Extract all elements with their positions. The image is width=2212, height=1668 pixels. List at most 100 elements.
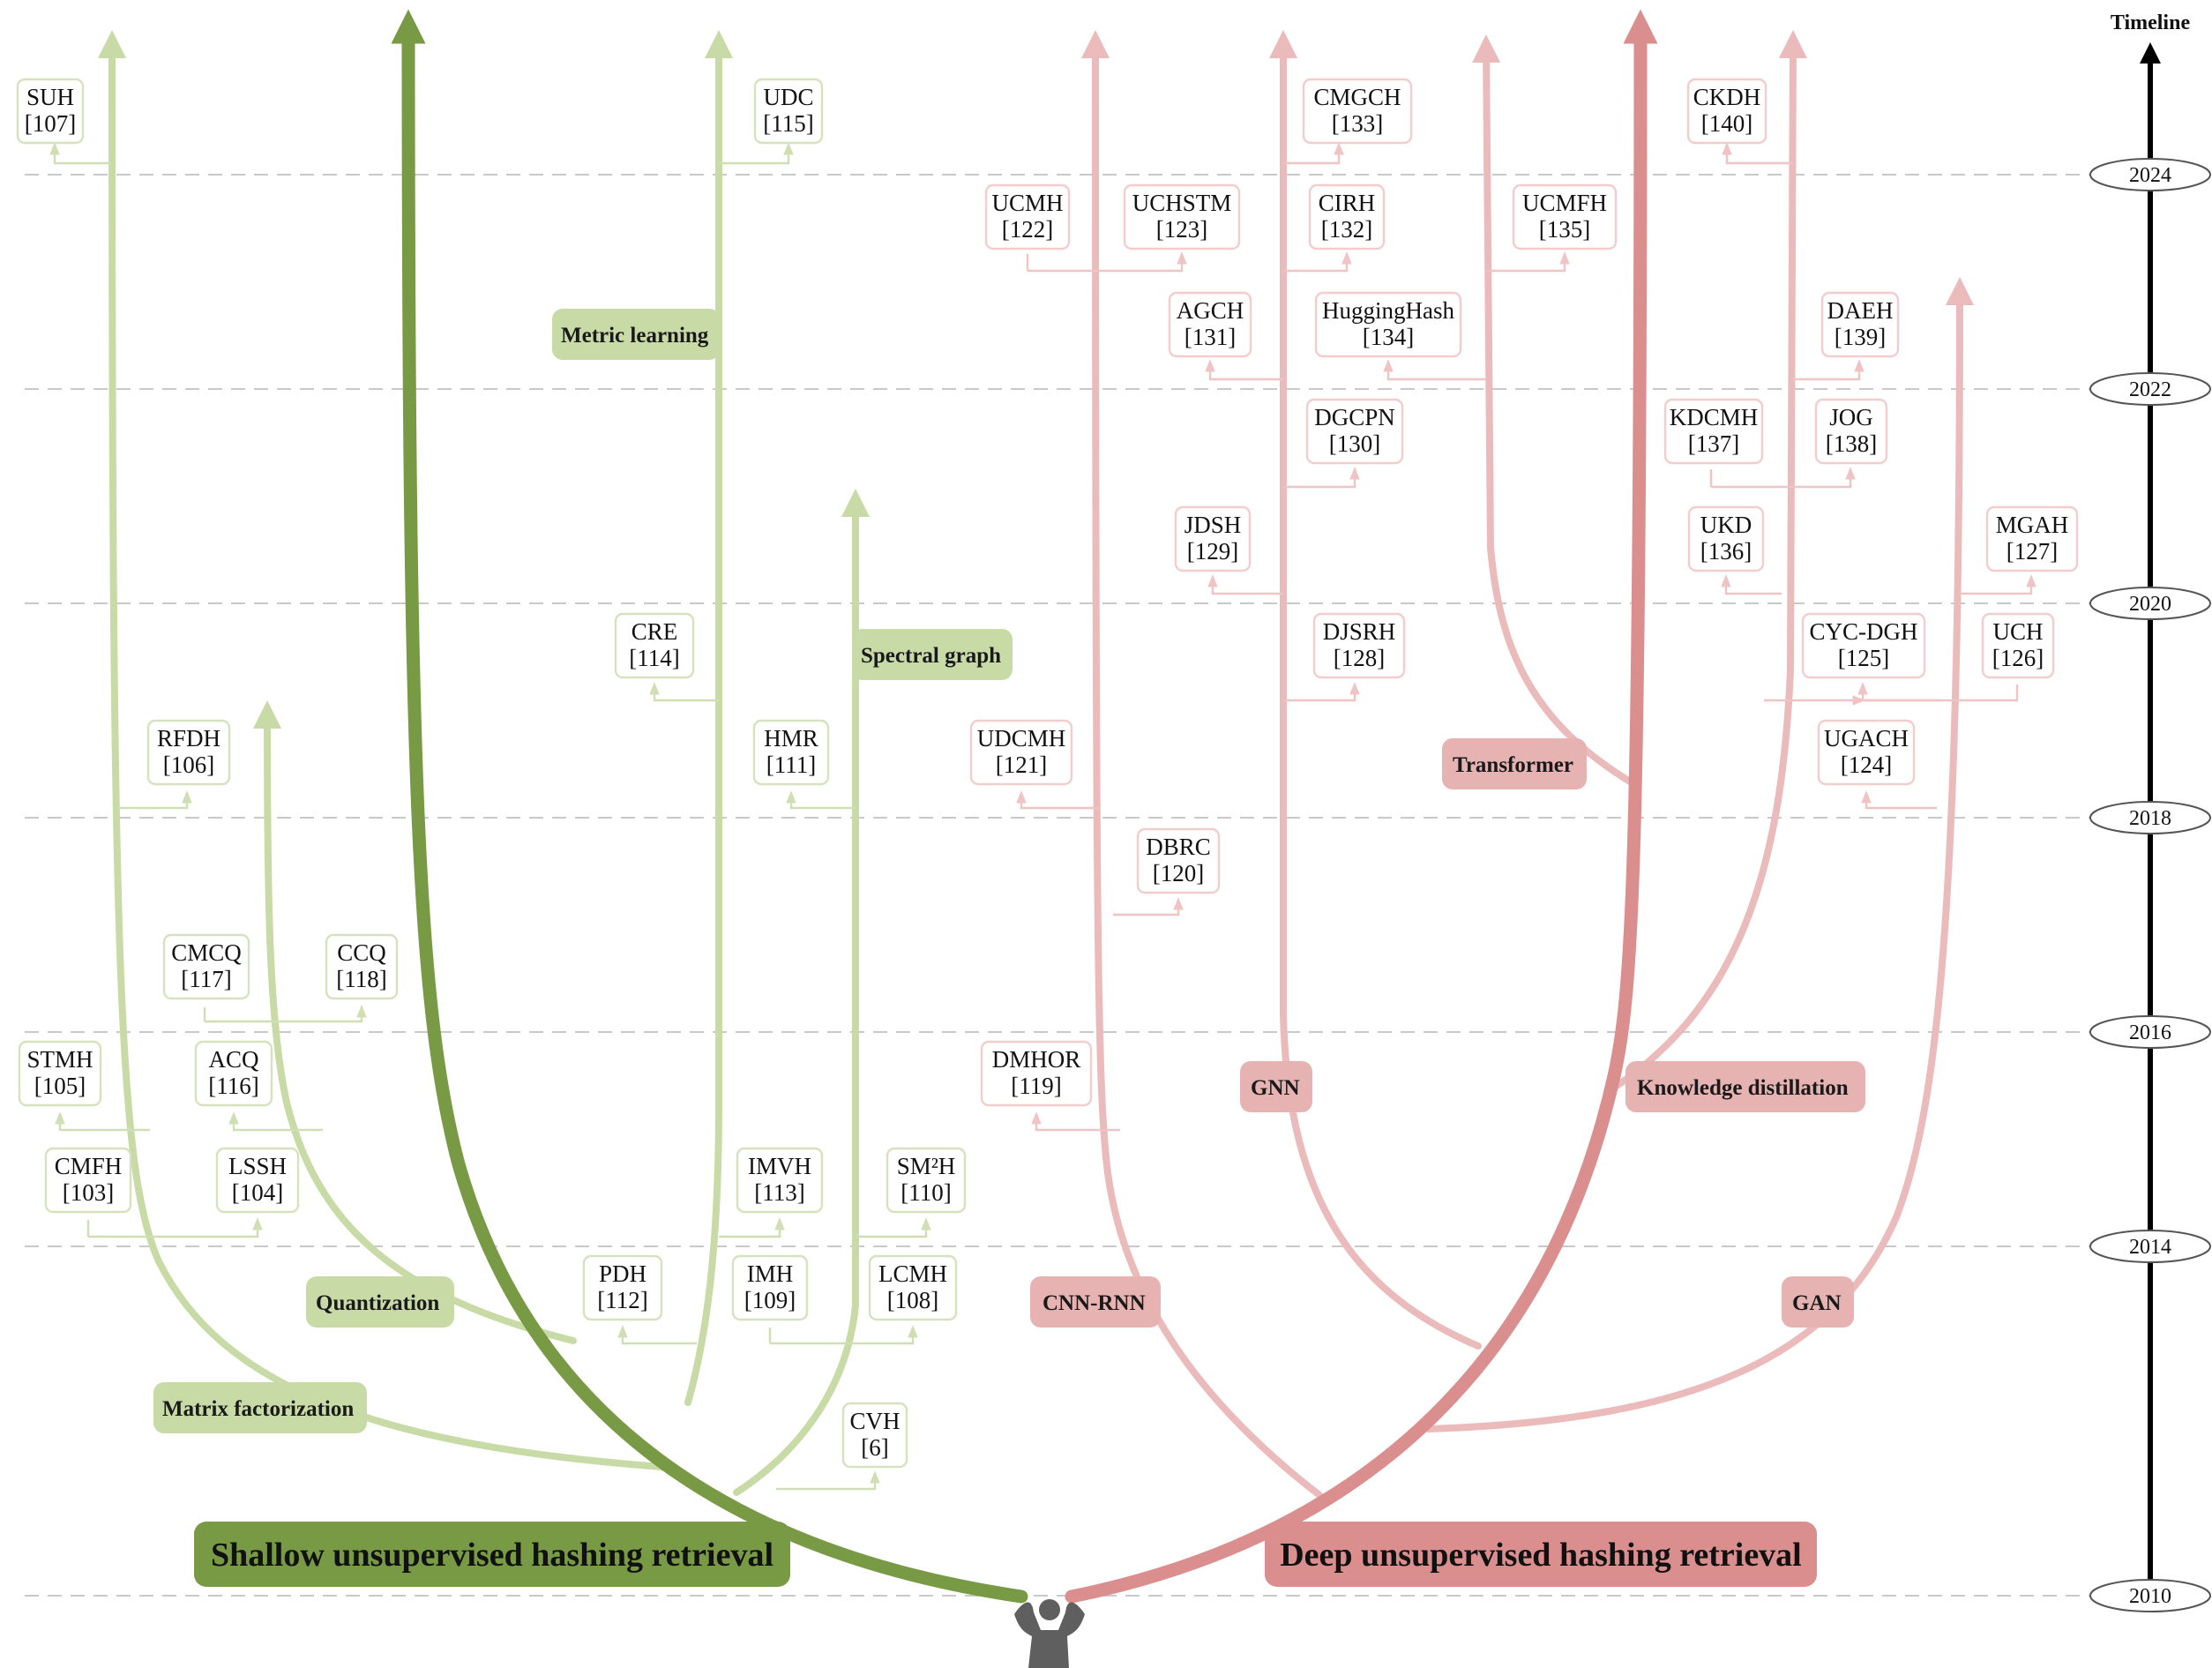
paper-node-rfdh[interactable]: RFDH[106] bbox=[146, 719, 231, 786]
paper-node-cmcq[interactable]: CMCQ[117] bbox=[162, 933, 250, 1000]
year-badge-2018: 2018 bbox=[2089, 801, 2211, 834]
shallow-trunk bbox=[391, 9, 1028, 1604]
paper-name: JDSH bbox=[1184, 512, 1242, 538]
paper-node-cre[interactable]: CRE[114] bbox=[614, 612, 695, 679]
paper-node-kdcmh[interactable]: KDCMH[137] bbox=[1663, 398, 1764, 465]
branch-label-cnn-rnn[interactable]: CNN-RNN bbox=[1030, 1276, 1161, 1328]
paper-node-suh[interactable]: SUH[107] bbox=[16, 78, 85, 145]
paper-node-cyc-dgh[interactable]: CYC-DGH[125] bbox=[1801, 612, 1926, 679]
link-ugach bbox=[1861, 790, 1937, 810]
paper-node-cirh[interactable]: CIRH[132] bbox=[1308, 183, 1386, 251]
paper-node-uch[interactable]: UCH[126] bbox=[1981, 612, 2055, 679]
paper-name: DJSRH bbox=[1323, 618, 1396, 645]
paper-node-dmhor[interactable]: DMHOR[119] bbox=[980, 1040, 1093, 1107]
branch-label-transformer[interactable]: Transformer bbox=[1442, 738, 1587, 789]
deep-papers: UCMH[122] UCHSTM[123] UDCMH[121] DBRC[12… bbox=[969, 78, 2079, 1107]
paper-node-agch[interactable]: AGCH[131] bbox=[1168, 291, 1252, 358]
paper-ref: [131] bbox=[1184, 324, 1236, 350]
branch-label-box bbox=[852, 629, 1013, 680]
paper-node-djsrh[interactable]: DJSRH[128] bbox=[1312, 612, 1406, 679]
paper-node-uchstm[interactable]: UCHSTM[123] bbox=[1123, 183, 1241, 251]
connectors-shallow bbox=[49, 142, 931, 1491]
paper-name: DGCPN bbox=[1314, 404, 1395, 430]
paper-ref: [137] bbox=[1688, 430, 1739, 457]
paper-name: CRE bbox=[631, 618, 678, 645]
link-stmh bbox=[55, 1111, 150, 1132]
paper-node-hmr[interactable]: HMR[111] bbox=[752, 719, 830, 786]
branch-line-cnn-rnn bbox=[1081, 30, 1323, 1499]
paper-name: DAEH bbox=[1827, 297, 1894, 324]
paper-node-lssh[interactable]: LSSH[104] bbox=[215, 1147, 300, 1214]
paper-box bbox=[731, 1254, 809, 1321]
paper-name: DMHOR bbox=[992, 1046, 1081, 1073]
paper-ref: [113] bbox=[754, 1179, 804, 1206]
year-label: 2022 bbox=[2129, 378, 2171, 401]
paper-node-ucmfh[interactable]: UCMFH[135] bbox=[1512, 183, 1618, 251]
paper-ref: [118] bbox=[336, 966, 386, 992]
paper-node-cvh[interactable]: CVH[6] bbox=[841, 1402, 908, 1469]
paper-box bbox=[752, 719, 830, 786]
branch-label-text: Matrix factorization bbox=[162, 1397, 354, 1421]
branch-label-spectral-graph[interactable]: Spectral graph bbox=[852, 629, 1013, 680]
paper-node-imh[interactable]: IMH[109] bbox=[731, 1254, 809, 1321]
paper-ref: [107] bbox=[25, 110, 76, 137]
paper-name: AGCH bbox=[1177, 297, 1244, 324]
link-cmcq-ccq bbox=[203, 1007, 362, 1023]
branch-label-text: CNN-RNN bbox=[1042, 1291, 1146, 1315]
link-cmfh-lssh bbox=[86, 1220, 258, 1238]
paper-node-ukd[interactable]: UKD[136] bbox=[1687, 505, 1765, 572]
branch-label-text: Spectral graph bbox=[861, 644, 1001, 668]
paper-node-cmfh[interactable]: CMFH[103] bbox=[44, 1147, 132, 1214]
paper-node-ccq[interactable]: CCQ[118] bbox=[325, 933, 399, 1000]
paper-node-daeh[interactable]: DAEH[139] bbox=[1820, 291, 1900, 358]
paper-name: CMFH bbox=[55, 1153, 123, 1179]
paper-node-mgah[interactable]: MGAH[127] bbox=[1985, 505, 2079, 572]
paper-node-sm-h[interactable]: SM²H[110] bbox=[886, 1147, 967, 1214]
branch-label-gnn[interactable]: GNN bbox=[1240, 1061, 1312, 1112]
branch-label-knowledge-distillation[interactable]: Knowledge distillation bbox=[1625, 1061, 1865, 1112]
timeline-title: Timeline bbox=[2111, 11, 2191, 34]
paper-node-hugginghash[interactable]: HuggingHash[134] bbox=[1314, 291, 1462, 358]
link-ukd bbox=[1721, 574, 1782, 595]
paper-node-dgcpn[interactable]: DGCPN[130] bbox=[1305, 398, 1404, 465]
paper-node-acq[interactable]: ACQ[116] bbox=[194, 1040, 273, 1107]
paper-box bbox=[162, 933, 250, 1000]
branch-label-box bbox=[1782, 1276, 1854, 1328]
branch-label-matrix-factorization[interactable]: Matrix factorization bbox=[153, 1382, 367, 1433]
paper-name: JOG bbox=[1829, 404, 1873, 430]
paper-node-imvh[interactable]: IMVH[113] bbox=[736, 1147, 824, 1214]
paper-name: UGACH bbox=[1824, 725, 1909, 752]
branch-label-text: GNN bbox=[1251, 1076, 1300, 1100]
year-badge-2010: 2010 bbox=[2089, 1579, 2211, 1612]
root-label-deep[interactable]: Deep unsupervised hashing retrieval bbox=[1265, 1522, 1817, 1587]
paper-node-stmh[interactable]: STMH[105] bbox=[18, 1040, 102, 1107]
paper-node-jog[interactable]: JOG[138] bbox=[1814, 398, 1888, 465]
link-agch bbox=[1205, 359, 1283, 381]
paper-ref: [119] bbox=[1011, 1073, 1061, 1099]
link-acq bbox=[228, 1111, 323, 1132]
paper-node-jdsh[interactable]: JDSH[129] bbox=[1174, 505, 1252, 572]
paper-node-lcmh[interactable]: LCMH[108] bbox=[868, 1254, 958, 1321]
year-badge-2020: 2020 bbox=[2089, 587, 2211, 620]
paper-name: UKD bbox=[1700, 512, 1752, 538]
year-badge-2014: 2014 bbox=[2089, 1230, 2211, 1263]
connectors-deep bbox=[1016, 142, 2036, 1132]
paper-node-ugach[interactable]: UGACH[124] bbox=[1817, 719, 1916, 786]
link-ucmh-uchstm bbox=[1026, 254, 1182, 273]
paper-node-udcmh[interactable]: UDCMH[121] bbox=[969, 719, 1073, 786]
link-hmr bbox=[786, 790, 856, 810]
paper-node-ckdh[interactable]: CKDH[140] bbox=[1686, 78, 1767, 145]
paper-ref: [128] bbox=[1334, 645, 1385, 671]
paper-node-dbrc[interactable]: DBRC[120] bbox=[1136, 827, 1221, 894]
branch-label-quantization[interactable]: Quantization bbox=[306, 1276, 454, 1328]
paper-box bbox=[1814, 398, 1888, 465]
paper-node-pdh[interactable]: PDH[112] bbox=[582, 1254, 663, 1321]
year-label: 2016 bbox=[2129, 1021, 2171, 1044]
root-label-shallow[interactable]: Shallow unsupervised hashing retrieval bbox=[194, 1522, 790, 1587]
paper-node-ucmh[interactable]: UCMH[122] bbox=[984, 183, 1071, 251]
paper-node-udc[interactable]: UDC[115] bbox=[753, 78, 824, 145]
paper-node-cmgch[interactable]: CMGCH[133] bbox=[1302, 78, 1413, 145]
link-cyc-dgh-uch bbox=[1764, 684, 2019, 700]
branch-label-gan[interactable]: GAN bbox=[1782, 1276, 1854, 1328]
branch-label-metric-learning[interactable]: Metric learning bbox=[552, 309, 720, 360]
